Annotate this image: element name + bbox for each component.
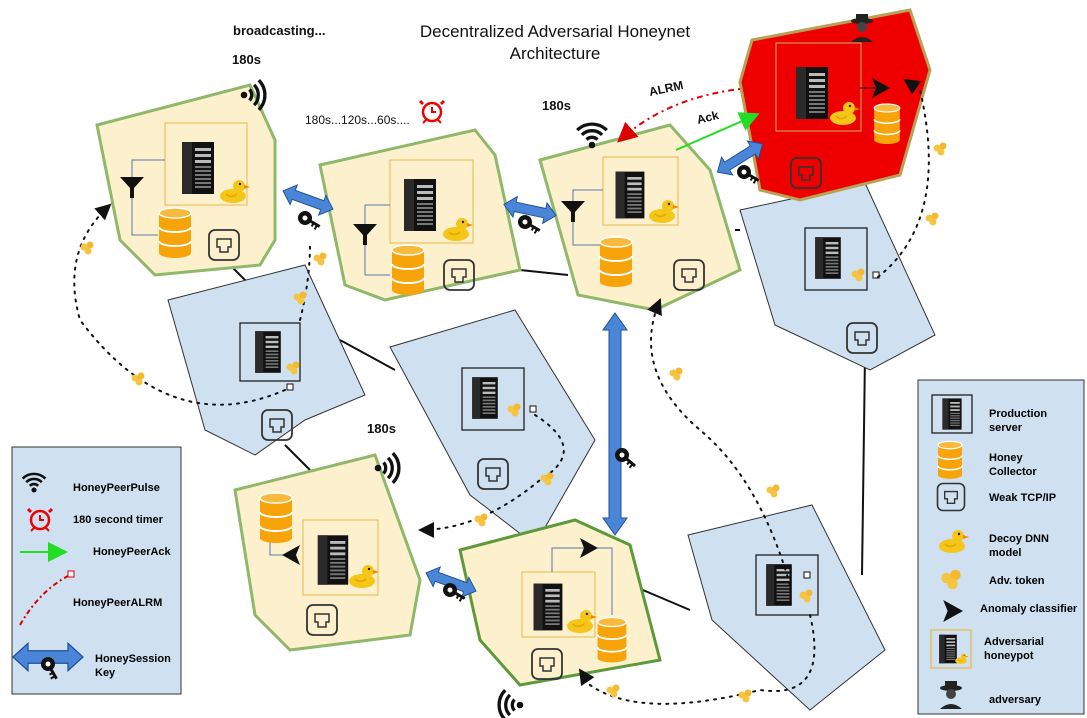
server-node-left bbox=[167, 264, 366, 456]
adversary-icon bbox=[851, 14, 873, 42]
ack-label: Ack bbox=[695, 108, 720, 127]
honeypot-bottom-left bbox=[233, 453, 422, 652]
server-node-center bbox=[389, 309, 596, 546]
legend-token: Adv. token bbox=[989, 575, 1045, 587]
legend-decoy-2: model bbox=[989, 547, 1021, 559]
legend-honey-1: Honey bbox=[989, 452, 1024, 464]
broadcasting-label: broadcasting... bbox=[233, 23, 325, 38]
server-node-right-bottom bbox=[687, 504, 886, 711]
timer-label: 180s...120s...60s.... bbox=[305, 113, 410, 127]
legend-left: HoneyPeerPulse 180 second timer HoneyPee… bbox=[11, 446, 182, 695]
server-icon bbox=[942, 398, 962, 430]
honeypot-bottom-center bbox=[458, 518, 662, 687]
honeypot-top-center bbox=[318, 128, 522, 302]
legend-alrm-label: HoneyPeerALRM bbox=[73, 597, 162, 609]
legend-right: Production server Honey Collector Weak T… bbox=[917, 379, 1085, 715]
legend-honey-2: Collector bbox=[989, 466, 1037, 478]
honeypot-icon bbox=[930, 629, 972, 669]
legend-ack-label: HoneyPeerAck bbox=[93, 546, 172, 558]
server-node-right-top bbox=[739, 182, 936, 371]
token-paths bbox=[73, 78, 930, 705]
pulse-label-top-left: 180s bbox=[232, 52, 261, 67]
adversary-legend-icon bbox=[940, 681, 962, 709]
honeypot-top-right bbox=[538, 123, 742, 312]
legend-session-key-label-1: HoneySession bbox=[95, 653, 171, 665]
alarm-clock-icon bbox=[418, 99, 446, 125]
legend-production-1: Production bbox=[989, 408, 1047, 420]
title-line-2: Architecture bbox=[510, 44, 601, 63]
pulse-label-bottom: 180s bbox=[367, 421, 396, 436]
legend-pulse-label: HoneyPeerPulse bbox=[73, 482, 160, 494]
legend-timer-label: 180 second timer bbox=[73, 514, 164, 526]
database-icon bbox=[937, 440, 963, 480]
legend-decoy-1: Decoy DNN bbox=[989, 533, 1049, 545]
compromised-honeypot bbox=[738, 8, 932, 202]
ack-arrow bbox=[675, 112, 760, 151]
legend-production-2: server bbox=[989, 422, 1023, 434]
alrm-label: ALRM bbox=[648, 78, 685, 99]
red-dashed-arrow-icon bbox=[19, 574, 71, 626]
legend-session-key-label-2: Key bbox=[95, 667, 116, 679]
legend-classifier: Anomaly classifier bbox=[980, 603, 1078, 615]
legend-honeypot-1: Adversarial bbox=[984, 636, 1044, 648]
legend-adversary: adversary bbox=[989, 694, 1042, 706]
honeypot-top-left bbox=[95, 83, 277, 277]
alrm-arrow bbox=[617, 87, 751, 143]
session-key-arrows bbox=[278, 134, 769, 605]
legend-weak-tcp: Weak TCP/IP bbox=[989, 492, 1056, 504]
pulse-label-top-right: 180s bbox=[542, 98, 571, 113]
legend-honeypot-2: honeypot bbox=[984, 650, 1034, 662]
title-line-1: Decentralized Adversarial Honeynet bbox=[420, 22, 691, 41]
